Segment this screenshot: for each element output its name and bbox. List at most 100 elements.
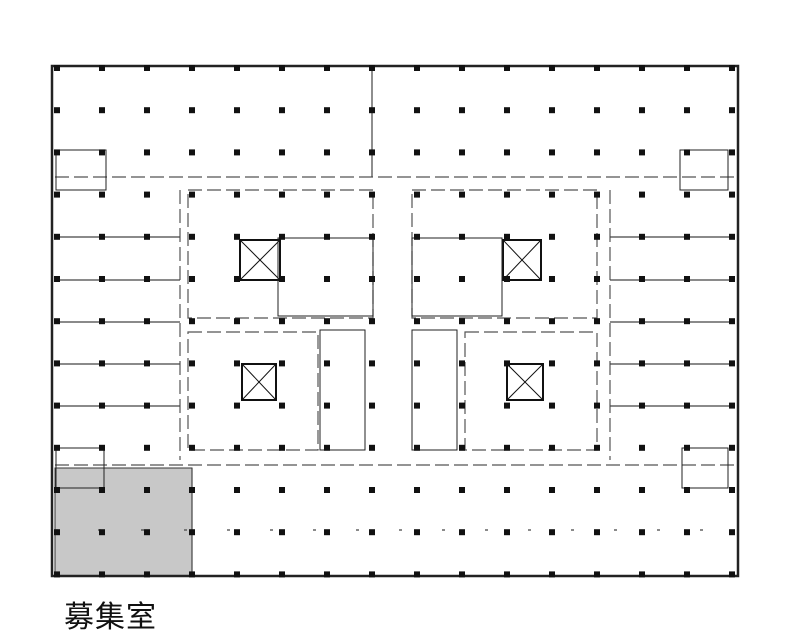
- elevator-shaft: [241, 363, 277, 401]
- column: [549, 360, 555, 367]
- column: [54, 487, 60, 493]
- column: [459, 529, 465, 536]
- column: [459, 487, 465, 493]
- column: [234, 444, 240, 451]
- column: [594, 191, 600, 198]
- column: [684, 444, 690, 451]
- shaft-cross: [241, 363, 277, 401]
- building-outline: [50, 64, 740, 578]
- column: [729, 571, 735, 578]
- column: [369, 444, 375, 451]
- column: [504, 444, 510, 451]
- column: [639, 360, 645, 367]
- column: [54, 318, 60, 325]
- corridor-lines: [55, 176, 735, 466]
- column: [414, 233, 420, 240]
- column: [369, 402, 375, 409]
- column: [639, 149, 645, 156]
- column: [459, 191, 465, 198]
- column: [144, 191, 150, 198]
- column: [459, 65, 465, 71]
- column: [729, 444, 735, 451]
- column: [729, 65, 735, 71]
- column: [99, 444, 105, 451]
- column: [729, 360, 735, 367]
- column: [549, 402, 555, 409]
- column: [324, 107, 330, 114]
- column: [729, 276, 735, 282]
- column: [144, 529, 150, 536]
- column: [684, 233, 690, 240]
- column: [99, 65, 105, 71]
- column: [414, 276, 420, 282]
- column: [189, 233, 195, 240]
- column: [504, 487, 510, 493]
- column: [684, 149, 690, 156]
- column: [324, 402, 330, 409]
- column: [504, 360, 510, 367]
- column: [369, 571, 375, 578]
- column: [504, 65, 510, 71]
- column: [234, 65, 240, 71]
- column: [99, 360, 105, 367]
- column: [234, 276, 240, 282]
- column: [324, 571, 330, 578]
- vacant-unit-highlight[interactable]: [54, 467, 193, 577]
- column: [99, 529, 105, 536]
- interior-walls: [55, 66, 735, 576]
- column: [189, 402, 195, 409]
- column: [234, 360, 240, 367]
- column: [684, 107, 690, 114]
- column: [234, 487, 240, 493]
- column: [504, 191, 510, 198]
- column: [54, 191, 60, 198]
- column: [549, 571, 555, 578]
- column: [504, 402, 510, 409]
- column: [594, 233, 600, 240]
- column: [684, 402, 690, 409]
- column: [729, 318, 735, 325]
- column: [279, 149, 285, 156]
- column: [279, 107, 285, 114]
- column: [684, 487, 690, 493]
- column: [369, 107, 375, 114]
- column: [414, 360, 420, 367]
- column: [324, 487, 330, 493]
- column: [639, 276, 645, 282]
- column: [144, 65, 150, 71]
- column: [54, 233, 60, 240]
- column: [189, 107, 195, 114]
- column: [54, 444, 60, 451]
- column: [459, 107, 465, 114]
- column: [594, 65, 600, 71]
- column: [414, 444, 420, 451]
- column: [234, 402, 240, 409]
- column: [549, 529, 555, 536]
- column: [324, 318, 330, 325]
- column: [189, 529, 195, 536]
- column: [504, 233, 510, 240]
- column: [189, 318, 195, 325]
- column: [639, 444, 645, 451]
- column: [234, 107, 240, 114]
- column: [99, 107, 105, 114]
- elevator-shaft: [239, 239, 281, 281]
- column: [549, 487, 555, 493]
- column: [279, 402, 285, 409]
- column: [324, 444, 330, 451]
- column: [369, 529, 375, 536]
- column: [729, 191, 735, 198]
- column: [54, 529, 60, 536]
- column: [144, 276, 150, 282]
- column: [234, 529, 240, 536]
- column: [639, 65, 645, 71]
- elevator-shaft: [502, 239, 542, 281]
- column: [369, 487, 375, 493]
- column: [324, 149, 330, 156]
- column: [594, 107, 600, 114]
- column: [459, 276, 465, 282]
- column: [189, 444, 195, 451]
- column: [594, 318, 600, 325]
- column: [144, 487, 150, 493]
